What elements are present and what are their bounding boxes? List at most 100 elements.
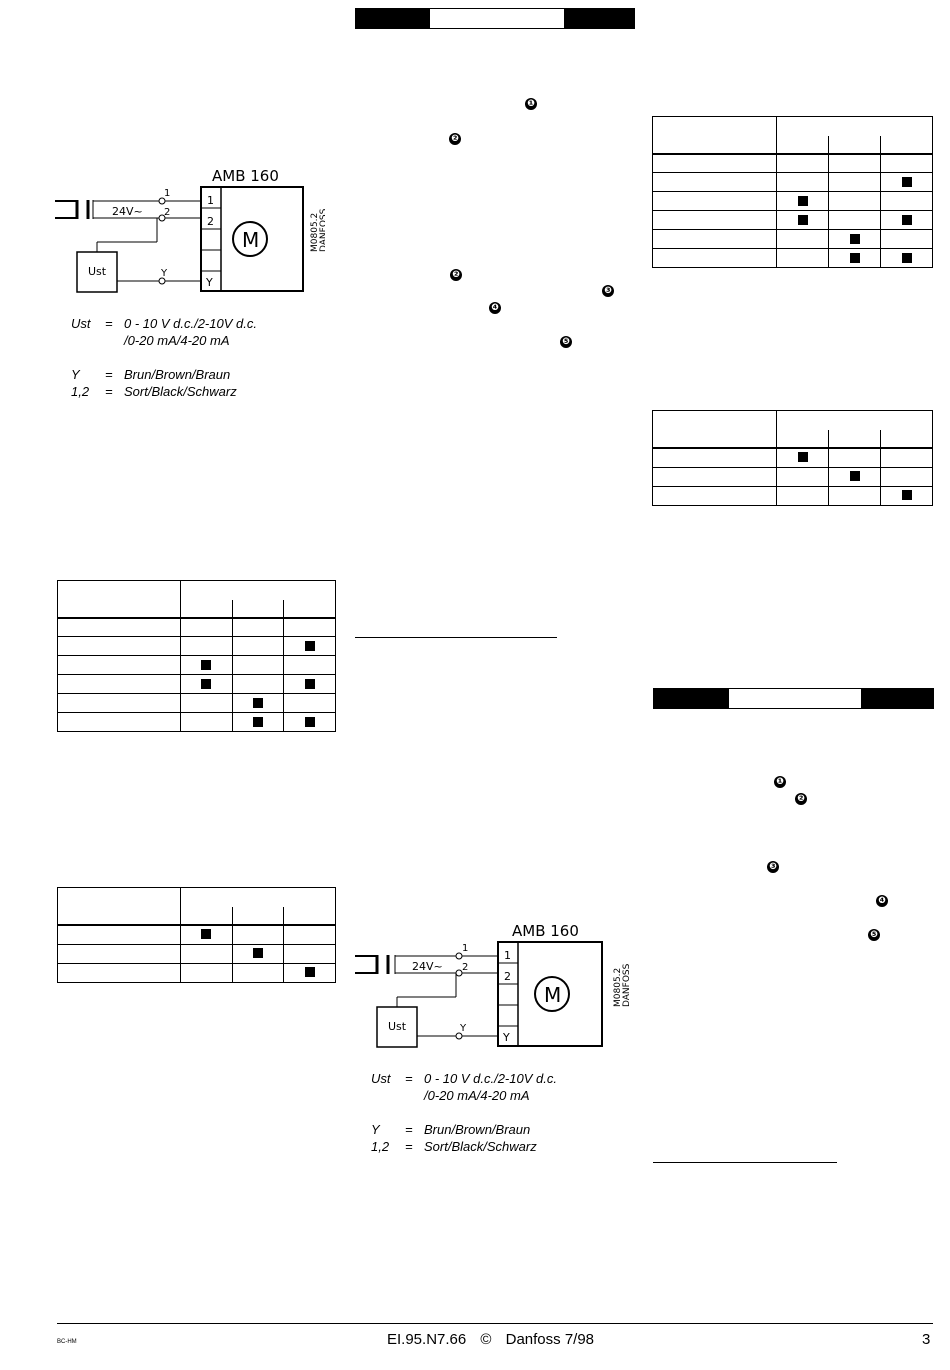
table-cell (828, 210, 882, 230)
table-cell (828, 485, 882, 506)
table-label-cell (651, 485, 778, 506)
table-row (651, 152, 933, 173)
table-cell (828, 191, 882, 211)
wiring-legend: Ust=0 - 10 V d.c./2-10V d.c. /0-20 mA/4-… (371, 1070, 631, 1155)
document-code: EI.95.N7.66 (387, 1331, 467, 1348)
legend-eq: = (105, 384, 113, 399)
legend-eq: = (405, 1122, 413, 1137)
table-label-cell (57, 712, 181, 732)
table-cell (776, 446, 830, 468)
footer-left: BC-HM (57, 1339, 77, 1345)
filled-square-icon (849, 233, 860, 244)
wiring-diagram: 24V~ 1 2 Ust Y AMB 160 1 2 Y M M0805.2 D… (355, 922, 632, 1048)
legend-key: Y (371, 1122, 380, 1137)
legend-value: 0 - 10 V d.c./2-10V d.c. (124, 316, 257, 331)
table-header-cell (231, 599, 285, 618)
step-marker-icon: ❶ (525, 98, 537, 110)
table-cell (231, 616, 285, 637)
filled-square-icon (797, 452, 808, 463)
table-header-cell (57, 887, 181, 925)
filled-square-icon (797, 195, 808, 206)
table-row (57, 923, 336, 945)
table-cell (880, 466, 933, 487)
table-cell (283, 943, 336, 964)
table-cell (283, 674, 336, 694)
filled-square-icon (901, 214, 912, 225)
wire-label-y: Y (160, 268, 168, 279)
table-cell (880, 248, 933, 268)
model-label: AMB 160 (212, 167, 279, 185)
filled-square-icon (304, 678, 315, 689)
table-label-cell (651, 466, 778, 487)
page-number: 3 (922, 1331, 931, 1348)
table-cell (776, 485, 830, 506)
table-cell (180, 712, 233, 732)
step-marker-icon: ❷ (450, 269, 462, 281)
terminal-1: 1 (207, 194, 214, 207)
table-header-cell (651, 410, 778, 448)
legend-value: Sort/Black/Schwarz (424, 1139, 537, 1154)
legend-eq: = (405, 1139, 413, 1154)
table-cell (283, 636, 336, 656)
table-label-cell (651, 446, 778, 468)
controller-label: Ust (388, 1020, 407, 1033)
table-cell (231, 943, 285, 964)
footer-rule (57, 1323, 933, 1324)
table-cell (828, 248, 882, 268)
table-label-cell (57, 636, 181, 656)
supply-label: 24V~ (412, 960, 443, 973)
table-label-cell (651, 152, 778, 173)
table-cell (180, 923, 233, 945)
table-cell (828, 229, 882, 249)
table-cell (776, 248, 830, 268)
filled-square-icon (797, 214, 808, 225)
table-row (651, 191, 933, 211)
terminal-1: 1 (504, 949, 511, 962)
legend-key: Ust (71, 316, 91, 331)
table-header-cell (283, 599, 336, 618)
table-row (57, 655, 336, 675)
table-label-cell (651, 229, 778, 249)
table-row (57, 943, 336, 964)
table-grid (651, 116, 933, 268)
step-marker-icon: ❶ (774, 776, 786, 788)
filled-square-icon (849, 252, 860, 263)
wire-label-2: 2 (462, 962, 468, 973)
filled-square-icon (304, 640, 315, 651)
legend-key: 1,2 (371, 1139, 390, 1154)
section-header-bar (355, 8, 635, 29)
table-cell (828, 152, 882, 173)
wire-label-2: 2 (164, 207, 170, 218)
table-header-cell (828, 429, 882, 448)
table-cell (880, 172, 933, 192)
table-cell (180, 616, 233, 637)
legend-value: Brun/Brown/Braun (124, 367, 231, 382)
model-label: AMB 160 (512, 922, 579, 940)
table-header-cell (283, 906, 336, 925)
drawing-company: DANFOSS (319, 208, 325, 252)
step-marker-icon: ❷ (795, 793, 807, 805)
table-cell (828, 172, 882, 192)
table-label-cell (57, 616, 181, 637)
table-row (651, 446, 933, 468)
table-cell (231, 636, 285, 656)
filled-square-icon (252, 948, 263, 959)
table-cell (283, 616, 336, 637)
footer-center: EI.95.N7.66 © Danfoss 7/98 (387, 1331, 594, 1348)
drawing-code: M0805.2 (310, 213, 320, 252)
table-header-group (776, 410, 933, 430)
table-cell (880, 210, 933, 230)
legend-value: 0 - 10 V d.c./2-10V d.c. (424, 1071, 557, 1086)
terminal-y: Y (502, 1031, 510, 1044)
legend-key: Ust (371, 1071, 391, 1086)
table-cell (231, 693, 285, 713)
terminal-2: 2 (504, 970, 511, 983)
legend-key: 1,2 (71, 384, 90, 399)
table-header-cell (828, 135, 882, 154)
copyright-symbol: © (480, 1331, 492, 1348)
table-cell (283, 962, 336, 983)
table-row (651, 210, 933, 230)
legend-key: Y (71, 367, 80, 382)
table-label-cell (57, 923, 181, 945)
wire-label-1: 1 (164, 188, 170, 199)
